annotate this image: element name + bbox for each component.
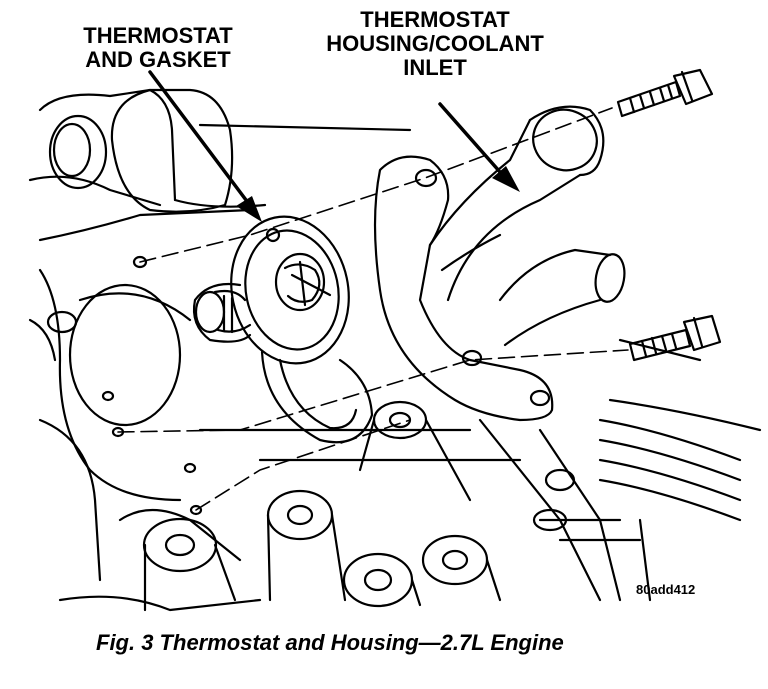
thermostat-gasket (192, 215, 374, 444)
callout-housing-inlet-line2: HOUSING/COOLANT (326, 31, 544, 56)
leader-arrows (148, 70, 502, 202)
callout-thermostat-gasket-line2: AND GASKET (85, 47, 231, 72)
callout-housing-inlet-line1: THERMOSTAT (360, 7, 510, 32)
callout-housing-inlet: THERMOSTAT HOUSING/COOLANT INLET (300, 8, 570, 80)
arrowheads (236, 166, 520, 222)
arrowhead-housing (492, 166, 520, 192)
callout-thermostat-gasket: THERMOSTAT AND GASKET (58, 24, 258, 72)
reference-code: 80add412 (636, 582, 696, 597)
thermostat-housing (373, 105, 626, 422)
arrowhead-thermostat (236, 196, 262, 222)
figure-caption: Fig. 3 Thermostat and Housing—2.7L Engin… (96, 630, 564, 655)
engine-block (28, 88, 762, 612)
lower-bolt (628, 314, 722, 362)
callout-housing-inlet-line3: INLET (403, 55, 467, 80)
callout-thermostat-gasket-line1: THERMOSTAT (83, 23, 233, 48)
upper-bolt (616, 68, 714, 118)
